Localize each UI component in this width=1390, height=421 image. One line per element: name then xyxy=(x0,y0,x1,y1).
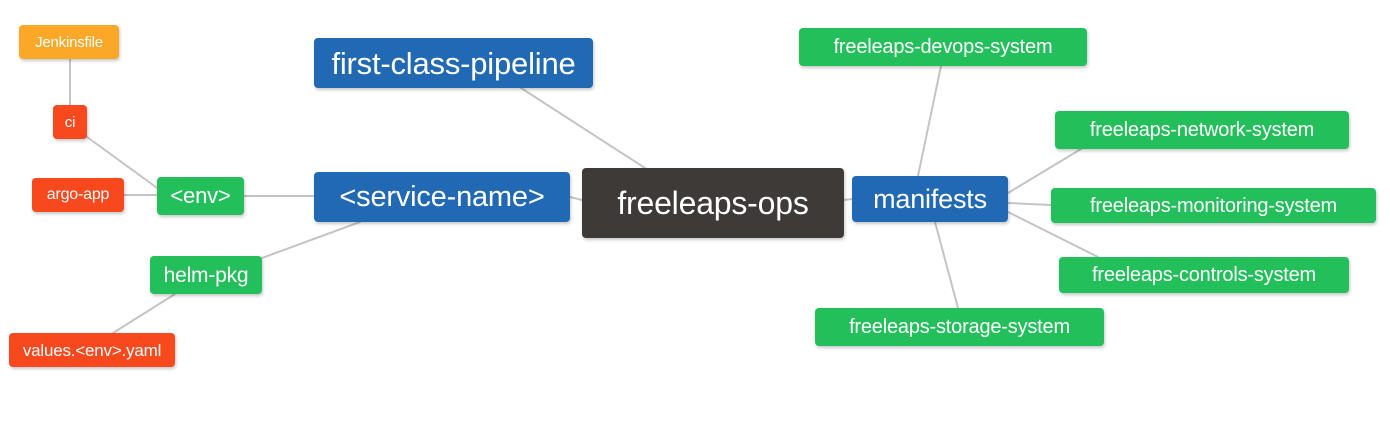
edge-manifests-to-freeleaps-devops-system xyxy=(917,65,942,177)
node-label-values-yaml: values.<env>.yaml xyxy=(22,340,162,360)
node-freeleaps-monitoring-system[interactable]: freeleaps-monitoring-system xyxy=(1051,188,1376,223)
node-label-helm-pkg: helm-pkg xyxy=(163,263,249,287)
node-label-freeleaps-monitoring-system: freeleaps-monitoring-system xyxy=(1090,194,1337,217)
edge-freeleaps-ops-to-manifests xyxy=(843,198,853,201)
node-freeleaps-network-system[interactable]: freeleaps-network-system xyxy=(1055,111,1349,149)
node-label-freeleaps-controls-system: freeleaps-controls-system xyxy=(1092,264,1316,286)
node-label-argo-app: argo-app xyxy=(46,186,110,203)
node-freeleaps-controls-system[interactable]: freeleaps-controls-system xyxy=(1059,257,1349,293)
node-values-yaml[interactable]: values.<env>.yaml xyxy=(9,333,175,367)
node-freeleaps-ops[interactable]: freeleaps-ops xyxy=(582,168,844,238)
node-service-name[interactable]: <service-name> xyxy=(314,172,570,222)
node-label-freeleaps-network-system: freeleaps-network-system xyxy=(1089,119,1315,141)
edge-manifests-to-freeleaps-network-system xyxy=(1007,148,1082,194)
node-label-manifests: manifests xyxy=(873,183,987,214)
edge-manifests-to-freeleaps-monitoring-system xyxy=(1007,202,1052,206)
node-label-freeleaps-devops-system: freeleaps-devops-system xyxy=(833,36,1053,58)
node-freeleaps-storage-system[interactable]: freeleaps-storage-system xyxy=(815,308,1104,346)
node-label-jenkinsfile: Jenkinsfile xyxy=(35,33,103,51)
edge-service-name-to-helm-pkg xyxy=(261,221,361,259)
edge-helm-pkg-to-values-yaml xyxy=(112,293,176,334)
node-env[interactable]: <env> xyxy=(157,177,244,215)
node-first-class-pipeline[interactable]: first-class-pipeline xyxy=(314,38,593,88)
node-manifests[interactable]: manifests xyxy=(852,176,1008,222)
node-label-service-name: <service-name> xyxy=(339,180,545,213)
node-ci[interactable]: ci xyxy=(53,105,87,139)
node-label-first-class-pipeline: first-class-pipeline xyxy=(331,45,576,81)
node-label-freeleaps-storage-system: freeleaps-storage-system xyxy=(849,316,1070,338)
node-label-freeleaps-ops: freeleaps-ops xyxy=(617,185,809,221)
edge-manifests-to-freeleaps-storage-system xyxy=(934,221,959,309)
node-argo-app[interactable]: argo-app xyxy=(32,178,124,212)
node-jenkinsfile[interactable]: Jenkinsfile xyxy=(19,25,119,59)
node-label-env: <env> xyxy=(170,183,231,208)
node-freeleaps-devops-system[interactable]: freeleaps-devops-system xyxy=(799,28,1087,66)
node-label-ci: ci xyxy=(64,113,76,131)
edge-service-name-to-freeleaps-ops xyxy=(569,196,583,201)
edge-first-class-pipeline-to-freeleaps-ops xyxy=(520,87,646,169)
node-helm-pkg[interactable]: helm-pkg xyxy=(150,256,262,294)
